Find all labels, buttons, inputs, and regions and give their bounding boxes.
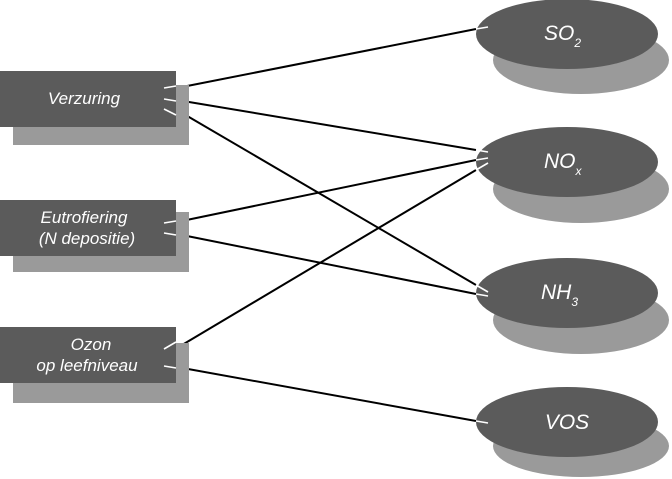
- tick-ozon-1: [163, 341, 177, 350]
- substance-ellipse-nh3: NH3: [476, 258, 669, 354]
- source-label-ozon-line2: op leefniveau: [36, 356, 138, 375]
- substance-label-vos: VOS: [545, 411, 589, 434]
- link-eutrofiering-nh3: [176, 233, 477, 295]
- source-label-ozon-line1: Ozon: [71, 335, 112, 354]
- link-ozon-vos: [176, 366, 477, 422]
- substance-ellipse-nox: NOx: [476, 127, 669, 223]
- connector-lines: [176, 28, 477, 422]
- tick-eutrofiering-1: [163, 220, 177, 224]
- tick-verzuring-2: [163, 98, 177, 102]
- link-verzuring-nh3: [176, 109, 477, 286]
- substance-ellipse-so2: SO2: [476, 0, 669, 94]
- tick-nox-3: [475, 162, 489, 171]
- source-box-verzuring: Verzuring: [0, 71, 189, 145]
- connector-ticks: [163, 26, 489, 424]
- tick-nh3-2: [475, 293, 489, 297]
- source-label-eutrofiering-line1: Eutrofiering: [41, 208, 128, 227]
- substance-ellipse-vos: VOS: [476, 387, 669, 477]
- tick-nox-1: [475, 149, 489, 153]
- source-box-eutrofiering: Eutrofiering (N depositie): [0, 200, 189, 272]
- tick-verzuring-3: [163, 108, 177, 116]
- tick-nh3-1: [475, 284, 489, 293]
- source-box-ozon: Ozon op leefniveau: [0, 327, 189, 403]
- source-label-eutrofiering-line2: (N depositie): [39, 229, 135, 248]
- link-verzuring-so2: [176, 28, 477, 89]
- tick-nox-2: [475, 157, 489, 161]
- tick-eutrofiering-2: [163, 232, 177, 236]
- substance-label-nh3: NH3: [541, 281, 578, 309]
- link-eutrofiering-nox: [176, 159, 477, 223]
- source-label-verzuring: Verzuring: [48, 89, 121, 108]
- substance-label-nox: NOx: [544, 150, 583, 178]
- tick-ozon-2: [163, 365, 177, 369]
- tick-so2: [475, 26, 489, 30]
- link-verzuring-nox: [176, 99, 477, 151]
- link-ozon-nox: [176, 169, 477, 349]
- substance-label-so2: SO2: [544, 22, 581, 50]
- tick-vos: [475, 420, 489, 424]
- tick-verzuring-1: [163, 85, 177, 89]
